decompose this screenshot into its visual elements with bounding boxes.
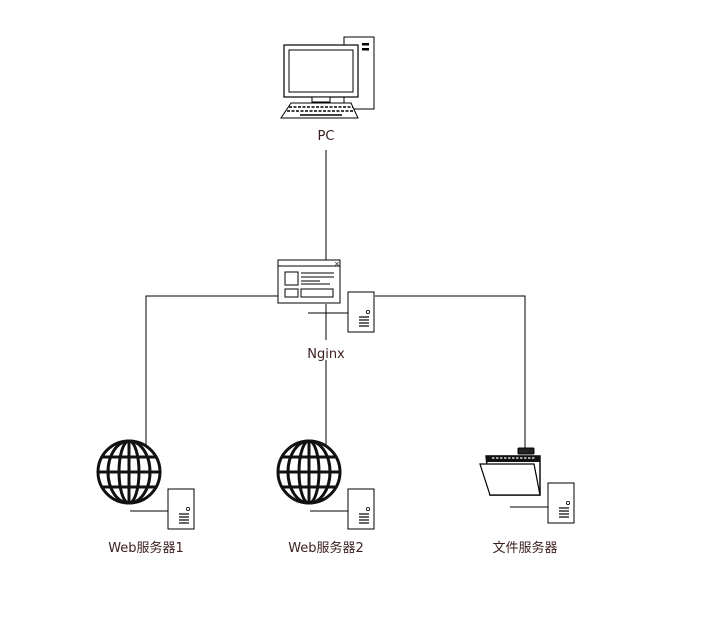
file-server-label: 文件服务器: [492, 541, 558, 556]
web1-label: Web服务器1: [108, 541, 184, 556]
pc-label: PC: [317, 129, 335, 144]
globe-server-icon-web2: [276, 439, 375, 530]
globe-server-icon-web1: [96, 439, 195, 530]
web-app-server-icon: ×: [277, 259, 375, 333]
link-nginx-web1: [145, 295, 278, 446]
link-nginx-file: [375, 295, 526, 452]
web2-label: Web服务器2: [288, 541, 364, 556]
desktop-computer-icon: [280, 36, 375, 119]
svg-text:×: ×: [334, 260, 340, 268]
nginx-label: Nginx: [307, 347, 345, 362]
connection-lines: [145, 150, 526, 452]
folder-server-icon: [479, 447, 575, 524]
